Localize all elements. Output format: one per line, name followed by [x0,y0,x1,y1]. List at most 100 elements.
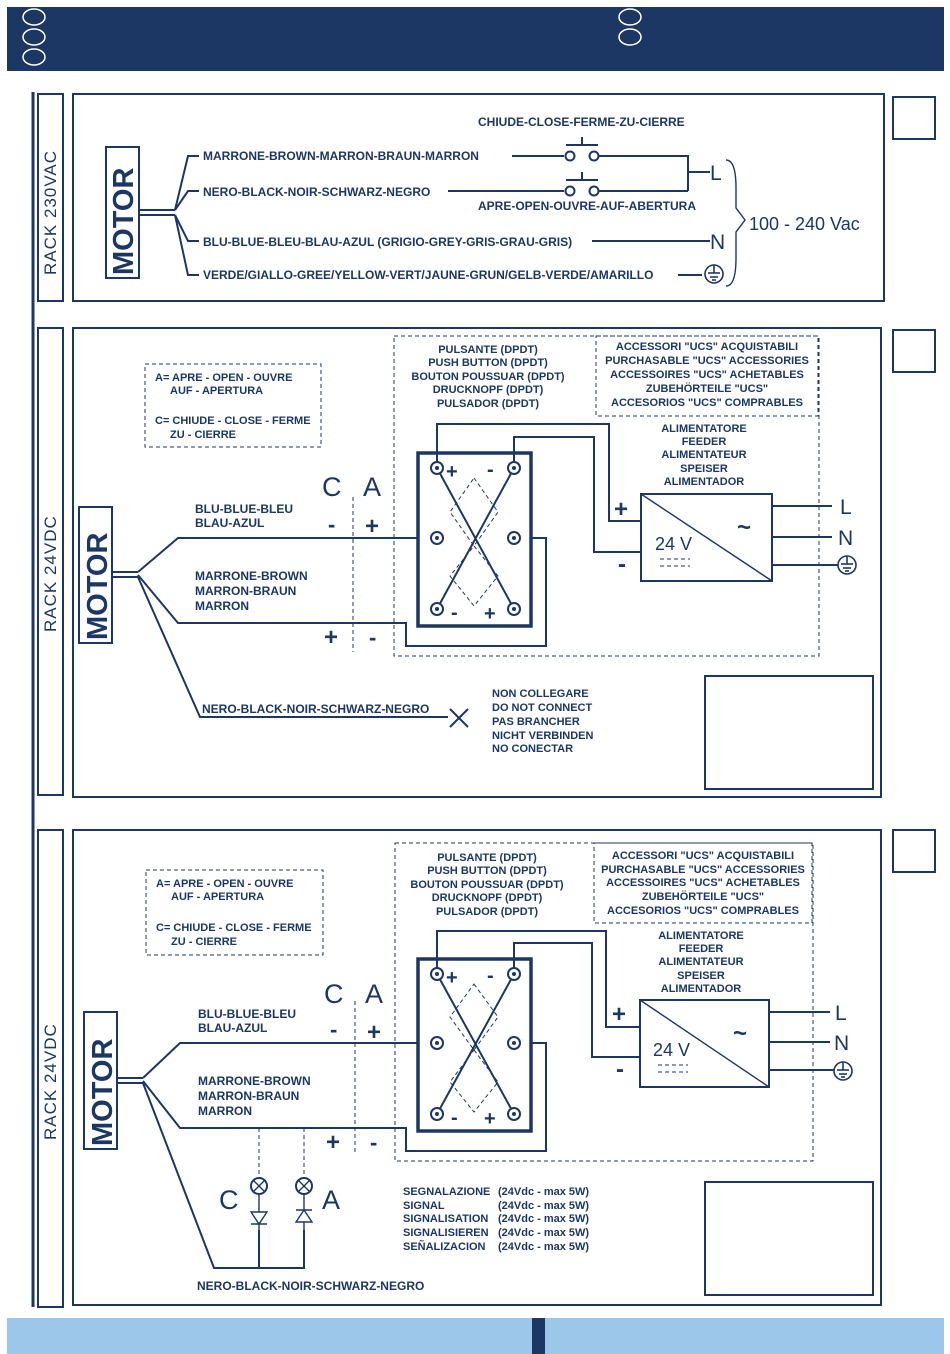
corner-box [892,829,936,873]
feeder-line2: FEEDER [682,436,727,448]
feeder-line3: ALIMENTATEUR [658,956,743,968]
feeder-line1: ALIMENTATORE [661,423,747,435]
C-label: C [324,979,344,1009]
pushbutton-line5: PULSADOR (DPDT) [436,906,538,918]
legend-c-line2: ZU - CIERRE [171,936,237,948]
wire-blue-line2: BLAU-AZUL [198,1021,267,1035]
legend-c-line2: ZU - CIERRE [170,429,236,441]
pushbutton-line2: PUSH BUTTON (DPDT) [427,865,547,877]
corner-box [892,96,936,140]
signal-name-3: SIGNALISATION [403,1213,488,1225]
svg-text:+: + [367,1019,381,1046]
motor-label: MOTOR [87,1039,119,1146]
motor-box [83,1011,118,1150]
accessories-line2: PURCHASABLE "UCS" ACCESSORIES [601,864,805,876]
motor-box [78,506,113,644]
pushbutton-line4: DRUCKNOPF (DPDT) [432,892,543,904]
note-box [704,675,874,790]
svg-text:+: + [446,967,458,989]
diagram-frame [72,93,885,302]
L-label: L [840,496,852,519]
wire-brown-label: MARRONE-BROWN-MARRON-BRAUN-MARRON [203,149,479,163]
earth-icon [837,555,857,575]
wire-brown-line1: MARRONE-BROWN [198,1074,311,1088]
L-label: L [710,162,722,185]
accessories-line5: ACCESORIOS "UCS" COMPRABLES [607,905,799,917]
svg-text:+: + [326,1129,340,1156]
section-rack-24vdc-b: RACK 24VDC MOTOR A= APRE - OPEN - OUVRE … [37,829,936,1308]
feeder-line5: ALIMENTADOR [661,983,742,995]
section-rack-230vac: RACK 230VAC MOTOR MARRONE-BROWN-MARRON-B… [37,93,936,302]
pushbutton-line2: PUSH BUTTON (DPDT) [428,357,548,369]
rack-label-box [37,93,64,302]
lamp-c-icon [249,1177,269,1230]
svg-text:-: - [487,965,494,987]
psu-voltage: 24 V [653,1040,690,1060]
N-label: N [710,231,725,254]
accessories-line1: ACCESSORI "UCS" ACQUISTABILI [616,341,798,353]
dashed-area [394,842,814,1162]
nc-line2: DO NOT CONNECT [492,702,593,714]
legend-box [144,363,322,448]
signal-spec-2: (24Vdc - max 5W) [498,1200,589,1212]
svg-text:+: + [324,624,338,651]
svg-text:-: - [487,459,494,481]
wire-brown-line3: MARRON [195,599,249,613]
pushbutton-line1: PULSANTE (DPDT) [438,344,538,356]
pushbutton-line1: PULSANTE (DPDT) [437,852,537,864]
wire-black-label: NERO-BLACK-NOIR-SCHWARZ-NEGRO [202,702,429,716]
psu-voltage: 24 V [655,534,692,554]
wire-blue-label: BLU-BLUE-BLEU-BLAU-AZUL (GRIGIO-GREY-GRI… [203,235,572,249]
accessories-box [593,842,813,924]
svg-text:-: - [616,1056,624,1083]
svg-text:-: - [451,602,458,624]
accessories-line1: ACCESSORI "UCS" ACQUISTABILI [612,850,794,862]
svg-text:+: + [614,496,628,523]
voltage-label: 100 - 240 Vac [749,214,860,234]
nc-line3: PAS BRANCHER [492,716,580,728]
wire-black-label: NERO-BLACK-NOIR-SCHWARZ-NEGRO [197,1279,424,1293]
svg-text:+: + [612,1001,626,1028]
legend-a-line1: A= APRE - OPEN - OUVRE [155,372,292,384]
accessories-line2: PURCHASABLE "UCS" ACCESSORIES [605,355,809,367]
signal-name-4: SIGNALISIEREN [403,1227,489,1239]
feeder-line4: SPEISER [680,463,728,475]
accessories-line3: ACCESSOIRES "UCS" ACHETABLES [606,877,800,889]
signal-name-2: SIGNAL [403,1200,445,1212]
rack-label: RACK 24VDC [41,515,60,632]
footer-page-tab [532,1318,545,1354]
accessories-box [595,335,819,417]
wire-blue-line1: BLU-BLUE-BLEU [198,1007,296,1021]
svg-text:+: + [446,461,458,483]
wire-brown-line3: MARRON [198,1104,252,1118]
accessories-line5: ACCESORIOS "UCS" COMPRABLES [611,397,803,409]
lamp-a-icon [294,1177,314,1230]
accessories-line4: ZUBEHÖRTEILE "UCS" [646,382,768,395]
L-label: L [835,1002,847,1025]
svg-text:+: + [484,603,496,625]
legend-a-line2: AUF - APERTURA [170,385,263,397]
C-label: C [322,472,342,502]
legend-c-line1: C= CHIUDE - CLOSE - FERME [156,922,312,934]
svg-text:-: - [370,1130,377,1155]
rack-label: RACK 24VDC [41,1023,60,1140]
svg-text:+: + [484,1108,496,1130]
signal-spec-4: (24Vdc - max 5W) [498,1227,589,1239]
pushbutton-line4: DRUCKNOPF (DPDT) [433,384,544,396]
feeder-line3: ALIMENTATEUR [661,449,746,461]
accessories-line4: ZUBEHÖRTEILE "UCS" [642,890,764,903]
corner-box [892,329,936,373]
svg-text:+: + [365,513,379,540]
legend-a-line1: A= APRE - OPEN - OUVRE [156,878,293,890]
rack-label-box [37,829,64,1308]
svg-text:-: - [369,625,376,650]
close-label: CHIUDE-CLOSE-FERME-ZU-CIERRE [478,115,685,129]
pushbutton-line5: PULSADOR (DPDT) [437,398,539,410]
wire-blue-line1: BLU-BLUE-BLEU [195,502,293,516]
earth-icon [833,1061,853,1081]
wire-earth-label: VERDE/GIALLO-GREE/YELLOW-VERT/JAUNE-GRUN… [203,268,653,282]
legend-a-line2: AUF - APERTURA [171,891,264,903]
signal-spec-1: (24Vdc - max 5W) [498,1186,589,1198]
rack-label: RACK 230VAC [41,150,60,275]
